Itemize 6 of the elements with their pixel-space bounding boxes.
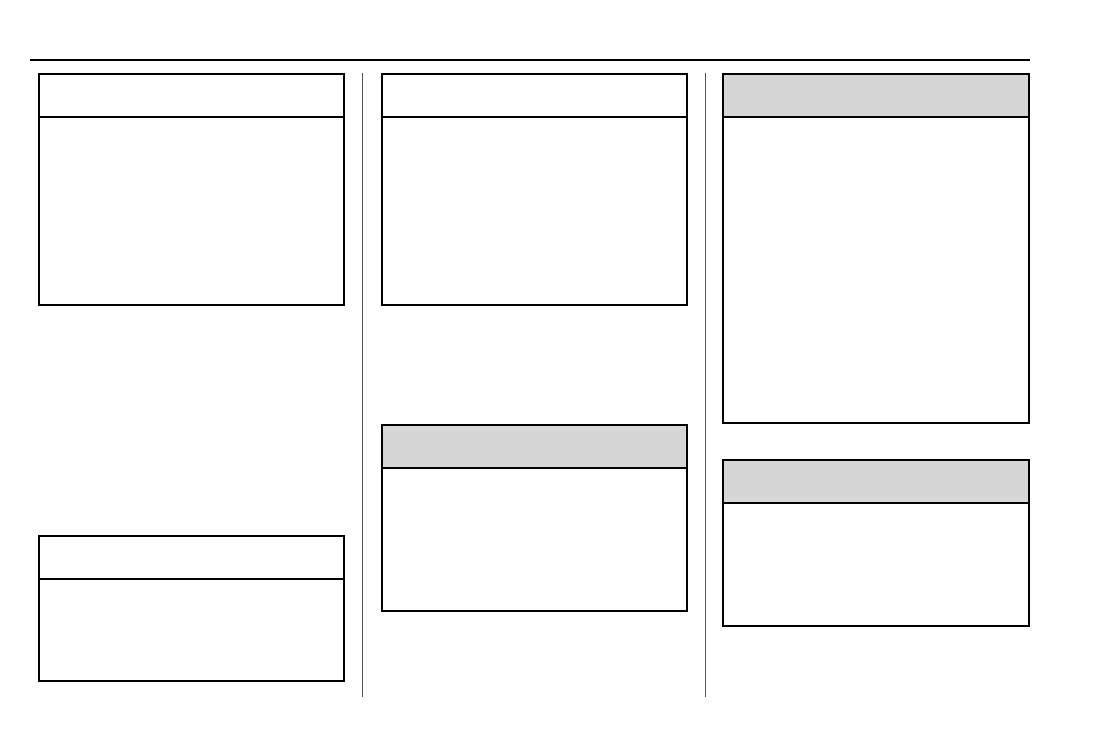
panel-box xyxy=(381,424,688,612)
panel-box xyxy=(38,73,345,306)
panel-box xyxy=(722,459,1030,627)
panel-box xyxy=(38,535,345,682)
panel-box xyxy=(381,73,688,306)
panel-box xyxy=(722,73,1030,424)
